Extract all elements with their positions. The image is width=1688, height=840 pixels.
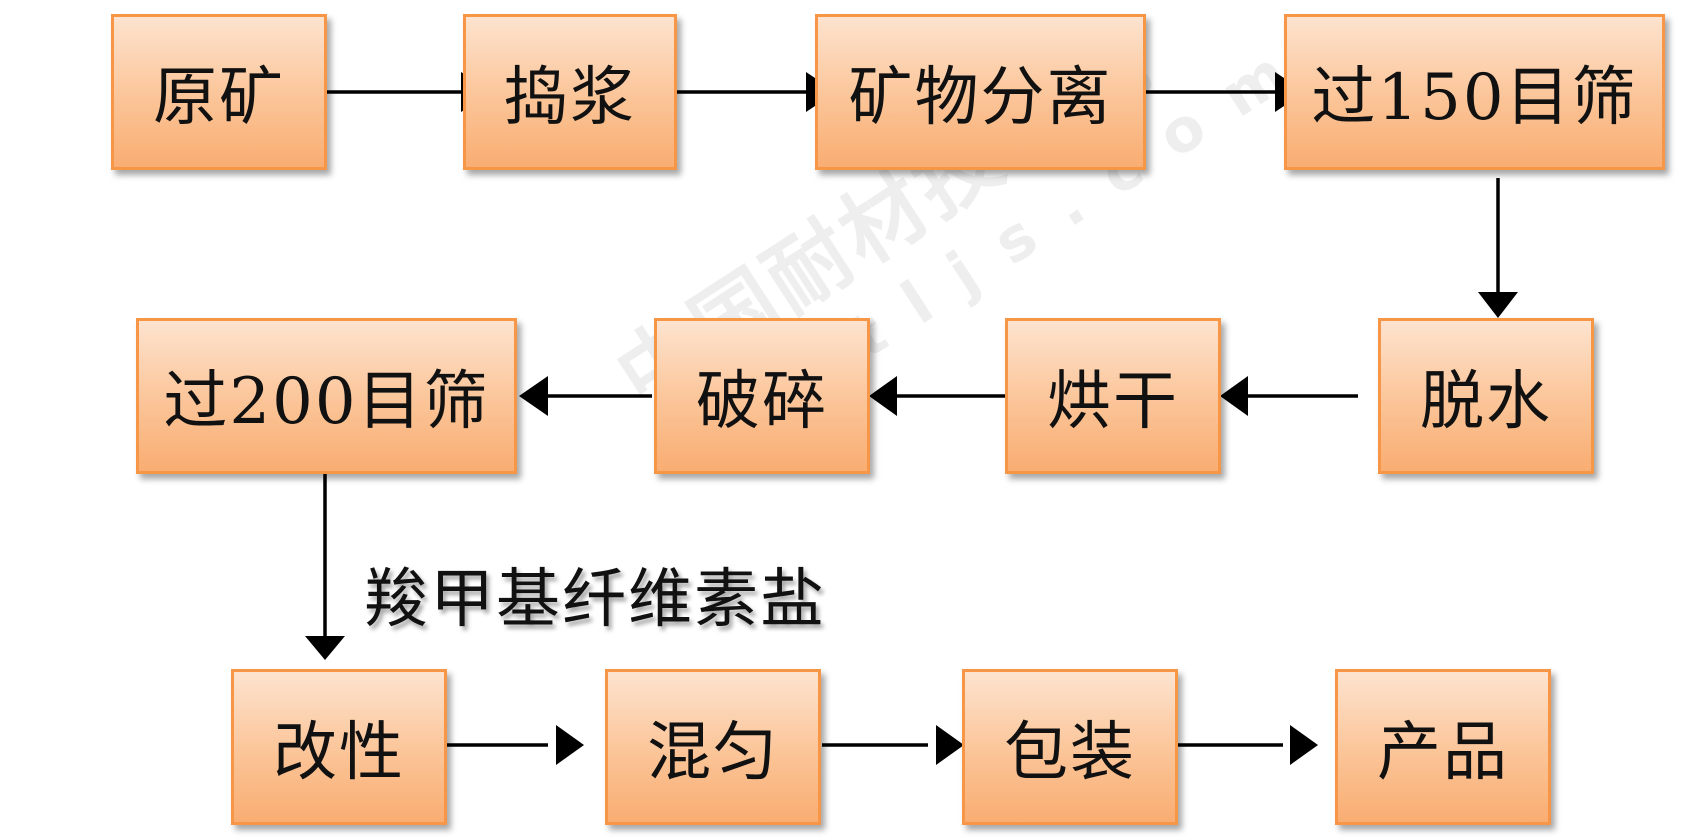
arrowhead [556,725,584,765]
node-sieve-200: 过200目筛 [136,318,517,474]
arrowhead [1478,292,1518,318]
node-mixing: 混匀 [605,669,821,825]
node-mineral-separation: 矿物分离 [815,14,1146,170]
node-pulping: 捣浆 [463,14,677,170]
arrowhead [305,636,345,660]
node-crushing: 破碎 [654,318,870,474]
node-dewatering: 脱水 [1378,318,1594,474]
arrowhead [519,376,548,416]
arrowhead [1220,376,1248,416]
arrowhead [936,725,964,765]
node-sieve-150: 过150目筛 [1284,14,1665,170]
node-drying: 烘干 [1005,318,1221,474]
edge-label-cmc-salt: 羧甲基纤维素盐 [364,563,826,637]
arrowhead [1290,725,1318,765]
node-raw-ore: 原矿 [111,14,327,170]
node-packaging: 包装 [962,669,1178,825]
node-product: 产品 [1335,669,1551,825]
arrowhead [869,376,897,416]
node-modification: 改性 [231,669,447,825]
